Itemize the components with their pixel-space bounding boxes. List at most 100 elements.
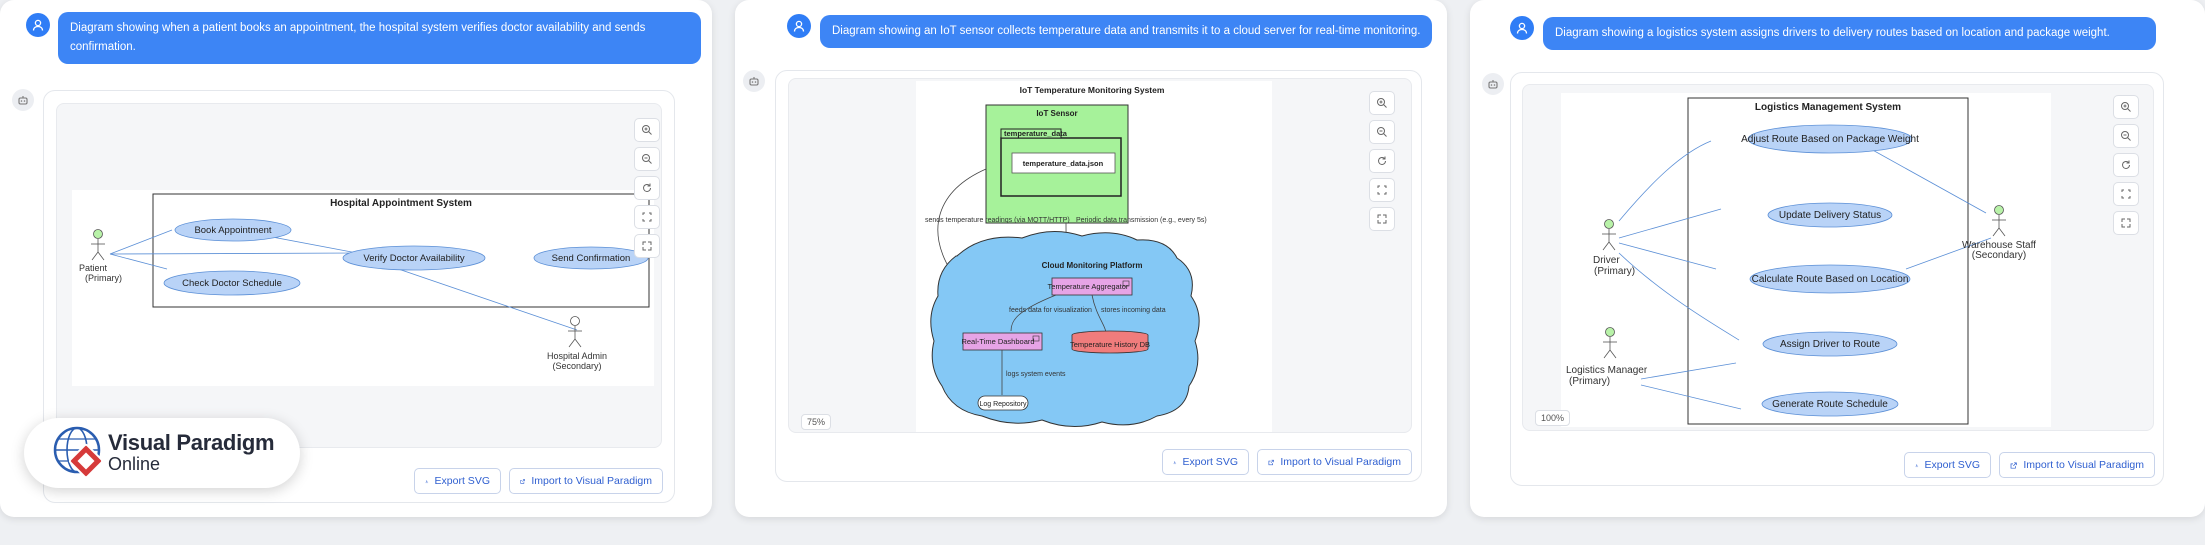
chat-panel-2: Diagram showing an IoT sensor collects t… — [735, 0, 1447, 517]
export-svg-button[interactable]: Export SVG — [414, 468, 501, 494]
fit-button[interactable] — [1369, 178, 1395, 202]
zoom-out-button[interactable] — [2113, 124, 2139, 148]
actor-label: Driver(Primary) — [1593, 255, 1635, 277]
external-link-icon — [520, 478, 525, 484]
diagram-canvas[interactable]: IoT Temperature Monitoring System IoT Se… — [788, 78, 1412, 433]
external-link-icon — [1268, 459, 1274, 465]
reset-button[interactable] — [2113, 153, 2139, 177]
import-label: Import to Visual Paradigm — [1280, 456, 1401, 468]
component-label: Temperature Aggregator — [1048, 282, 1129, 291]
download-icon — [1915, 463, 1919, 467]
zoom-in-button[interactable] — [2113, 95, 2139, 119]
chat-panel-3: Diagram showing a logistics system assig… — [1470, 0, 2205, 517]
edge-label: stores incoming data — [1101, 307, 1166, 314]
user-avatar — [1510, 16, 1534, 40]
cloud-label: Cloud Monitoring Platform — [1042, 261, 1143, 270]
reset-icon — [2122, 160, 2130, 169]
diagram-card: IoT Temperature Monitoring System IoT Se… — [775, 70, 1422, 482]
zoom-in-icon — [2121, 102, 2131, 112]
fullscreen-button[interactable] — [634, 234, 660, 258]
user-icon — [1516, 22, 1528, 34]
user-prompt: Diagram showing a logistics system assig… — [1543, 17, 2156, 50]
edge-label: sends temperature readings (via MQTT/HTT… — [925, 217, 1070, 224]
package-label: temperature_data — [1004, 129, 1068, 138]
actor-label: Logistics Manager(Primary) — [1566, 365, 1648, 387]
import-visual-paradigm-button[interactable]: Import to Visual Paradigm — [1999, 452, 2155, 478]
reset-icon — [1378, 156, 1386, 165]
zoom-in-button[interactable] — [634, 118, 660, 142]
fullscreen-button[interactable] — [2113, 211, 2139, 235]
download-icon — [1173, 460, 1177, 464]
logo-subtitle: Online — [108, 454, 161, 474]
fullscreen-button[interactable] — [1369, 207, 1395, 231]
system-boundary — [1687, 97, 1969, 425]
use-case-label: Update Delivery Status — [1779, 210, 1881, 221]
actor-label: Hospital Admin(Secondary) — [547, 351, 607, 371]
diagram-canvas[interactable]: Hospital Appointment System — [56, 103, 662, 448]
logo-title: Visual Paradigm — [108, 430, 275, 455]
diagram-canvas[interactable]: Logistics Management System — [1522, 84, 2154, 431]
use-case-send-confirmation — [533, 246, 649, 270]
use-case-assign-driver — [1762, 331, 1898, 357]
import-visual-paradigm-button[interactable]: Import to Visual Paradigm — [509, 468, 663, 494]
globe-logo-icon — [53, 426, 104, 479]
zoom-in-button[interactable] — [1369, 91, 1395, 115]
use-case-label: Generate Route Schedule — [1772, 399, 1888, 410]
user-icon — [32, 19, 44, 31]
reset-button[interactable] — [634, 176, 660, 200]
export-svg-label: Export SVG — [1182, 456, 1238, 468]
diagram-image: Hospital Appointment System — [72, 190, 654, 386]
export-svg-button[interactable]: Export SVG — [1904, 452, 1991, 478]
user-prompt: Diagram showing when a patient books an … — [58, 12, 701, 64]
component-label: Real-Time Dashboard — [961, 337, 1034, 346]
actor-hospital-admin — [568, 316, 582, 348]
bot-avatar — [12, 89, 34, 111]
log-repository — [977, 395, 1029, 411]
export-svg-label: Export SVG — [1924, 459, 1980, 471]
actor-label: Patient(Primary) — [79, 263, 122, 283]
bot-icon — [749, 77, 759, 86]
export-svg-button[interactable]: Export SVG — [1162, 449, 1249, 475]
deployment-diagram: IoT Temperature Monitoring System IoT Se… — [925, 85, 1207, 427]
file-artifact — [1011, 152, 1116, 174]
use-case-label: Check Doctor Schedule — [182, 278, 282, 289]
use-case-diagram: Logistics Management System — [1566, 97, 2036, 425]
file-label: temperature_data.json — [1023, 159, 1104, 168]
bot-avatar — [743, 70, 765, 92]
use-case-label: Calculate Route Based on Location — [1752, 274, 1909, 285]
reset-icon — [643, 183, 651, 192]
actor-warehouse-staff — [1992, 205, 2006, 237]
use-case-adjust-route — [1747, 124, 1913, 154]
use-case-label: Book Appointment — [194, 225, 271, 236]
zoom-level: 100% — [1535, 410, 1571, 426]
edge-label: feeds data for visualization — [1009, 307, 1092, 314]
user-avatar — [787, 14, 811, 38]
import-label: Import to Visual Paradigm — [531, 475, 652, 487]
zoom-out-button[interactable] — [1369, 120, 1395, 144]
reset-button[interactable] — [1369, 149, 1395, 173]
fit-button[interactable] — [2113, 182, 2139, 206]
zoom-out-button[interactable] — [634, 147, 660, 171]
export-svg-label: Export SVG — [434, 475, 490, 487]
use-case-label: Assign Driver to Route — [1780, 339, 1880, 350]
diagram-toolbar — [2113, 95, 2139, 240]
fullscreen-icon — [2121, 218, 2131, 228]
use-case-label: Verify Doctor Availability — [363, 253, 464, 264]
import-visual-paradigm-button[interactable]: Import to Visual Paradigm — [1257, 449, 1412, 475]
fullscreen-icon — [1377, 214, 1387, 224]
diagram-image: Logistics Management System — [1561, 93, 2051, 427]
use-case-check-doctor-schedule — [163, 270, 301, 296]
diagram-toolbar — [1369, 91, 1395, 236]
bot-avatar — [1482, 73, 1504, 95]
fit-button[interactable] — [634, 205, 660, 229]
diagram-title: IoT Temperature Monitoring System — [1020, 85, 1165, 95]
fit-icon — [1377, 185, 1387, 195]
zoom-level: 75% — [801, 414, 832, 430]
use-case-generate-schedule — [1761, 391, 1899, 417]
fit-icon — [642, 212, 652, 222]
database-label: Temperature History DB — [1070, 340, 1150, 349]
visual-paradigm-logo[interactable]: Visual Paradigm Online — [24, 418, 300, 488]
zoom-in-icon — [1377, 98, 1387, 108]
diagram-image: IoT Temperature Monitoring System IoT Se… — [916, 81, 1272, 432]
use-case-update-delivery-status — [1767, 202, 1893, 228]
